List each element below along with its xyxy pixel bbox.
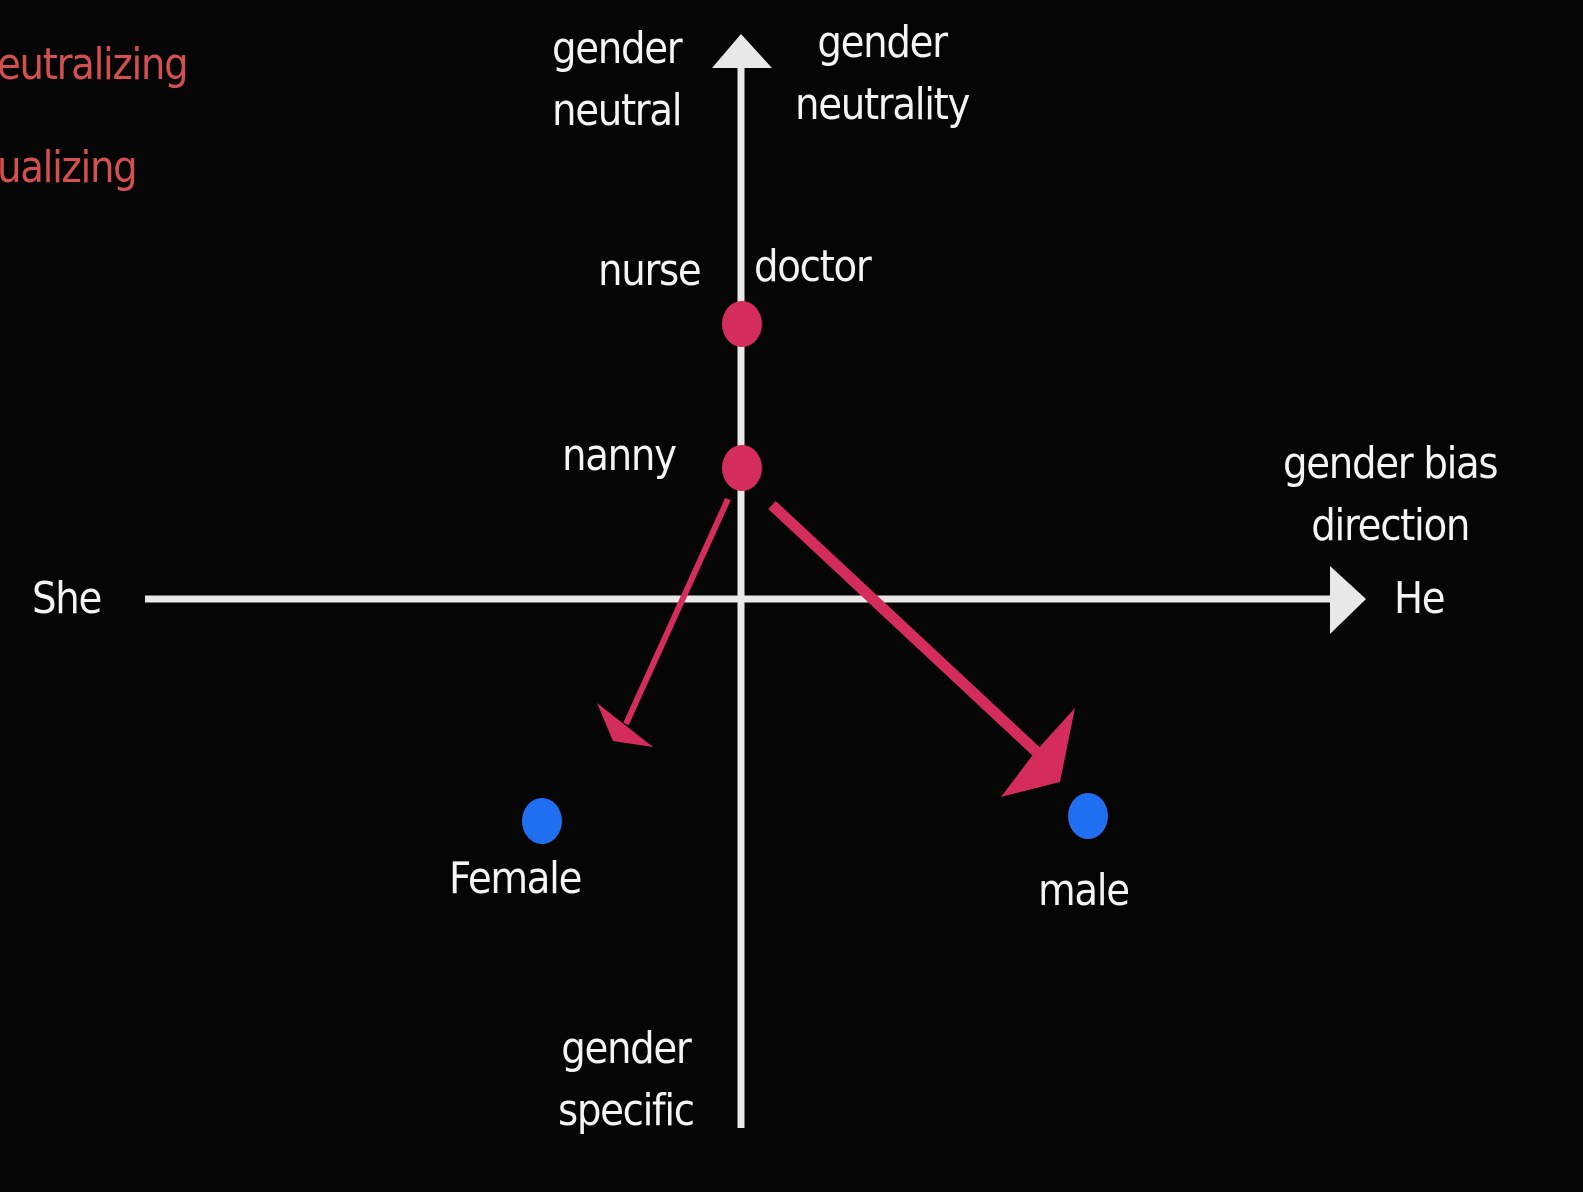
gender-neutrality-label: gender neutrality <box>795 17 970 130</box>
arrow-nanny-to-male <box>768 500 1044 760</box>
he-label: He <box>1394 573 1446 624</box>
horizontal-axis-arrowhead <box>1330 566 1366 634</box>
gender-bias-direction-label: gender bias direction <box>1283 438 1499 551</box>
side-item-neutralizing: eutralizing <box>0 39 189 90</box>
female-point <box>522 798 562 844</box>
female-label: Female <box>449 853 582 904</box>
male-label: male <box>1038 865 1130 916</box>
vertical-axis-arrowhead <box>712 34 772 68</box>
nanny-point <box>722 445 762 491</box>
male-point <box>1068 793 1108 839</box>
nurse-label: nurse <box>598 245 702 296</box>
nanny-label: nanny <box>562 430 677 481</box>
arrow-male-head <box>1001 708 1075 797</box>
gender-neutral-label: gender neutral <box>552 23 683 136</box>
gender-specific-label: gender specific <box>558 1023 695 1136</box>
doctor-label: doctor <box>754 241 872 292</box>
side-item-equalizing: ualizing <box>0 142 138 193</box>
nurse-doctor-point <box>722 301 762 347</box>
she-label: She <box>32 573 102 624</box>
arrow-female-head <box>597 703 653 747</box>
arrow-nanny-to-female <box>623 497 731 726</box>
